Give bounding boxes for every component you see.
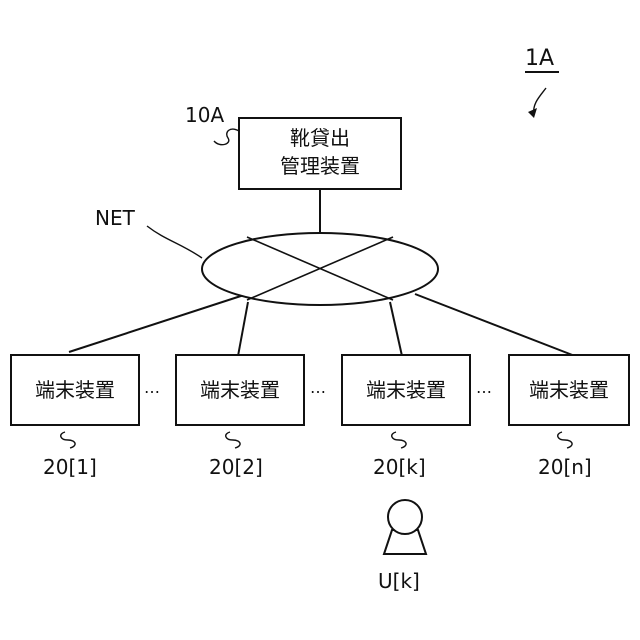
figure-label: 1A <box>525 48 554 70</box>
server-ref-label: 10A <box>185 104 224 126</box>
terminal-label-2: 端末装置 <box>176 377 304 403</box>
ellipsis-2: … <box>310 378 327 397</box>
network-label: NET <box>95 207 135 229</box>
terminal-label-n: 端末装置 <box>509 377 629 403</box>
terminal-label-k: 端末装置 <box>342 377 470 403</box>
server-title-line1: 靴貸出 <box>239 125 401 151</box>
user-label: U[k] <box>378 570 420 592</box>
network-cloud <box>202 233 438 305</box>
user-icon <box>384 500 426 554</box>
leader-server <box>214 129 239 145</box>
figure-label-underline <box>525 71 559 73</box>
leader-terminal-k <box>392 432 406 448</box>
server-title-line2: 管理装置 <box>239 153 401 179</box>
link-net-terminal-2 <box>238 302 248 356</box>
ellipsis-1: … <box>144 378 161 397</box>
terminal-ref-1: 20[1] <box>43 456 97 478</box>
leader-figure-arrow-icon <box>528 108 537 118</box>
link-net-terminal-1 <box>69 294 247 352</box>
terminal-ref-2: 20[2] <box>209 456 263 478</box>
leader-terminal-1 <box>61 432 75 448</box>
ellipsis-3: … <box>476 378 493 397</box>
terminal-ref-k: 20[k] <box>373 456 426 478</box>
terminal-label-1: 端末装置 <box>11 377 139 403</box>
leader-net <box>147 226 202 258</box>
link-net-terminal-n <box>415 294 575 356</box>
leader-terminal-2 <box>226 432 240 448</box>
terminal-ref-n: 20[n] <box>538 456 592 478</box>
leader-terminal-n <box>558 432 572 448</box>
link-net-terminal-k <box>390 302 402 356</box>
